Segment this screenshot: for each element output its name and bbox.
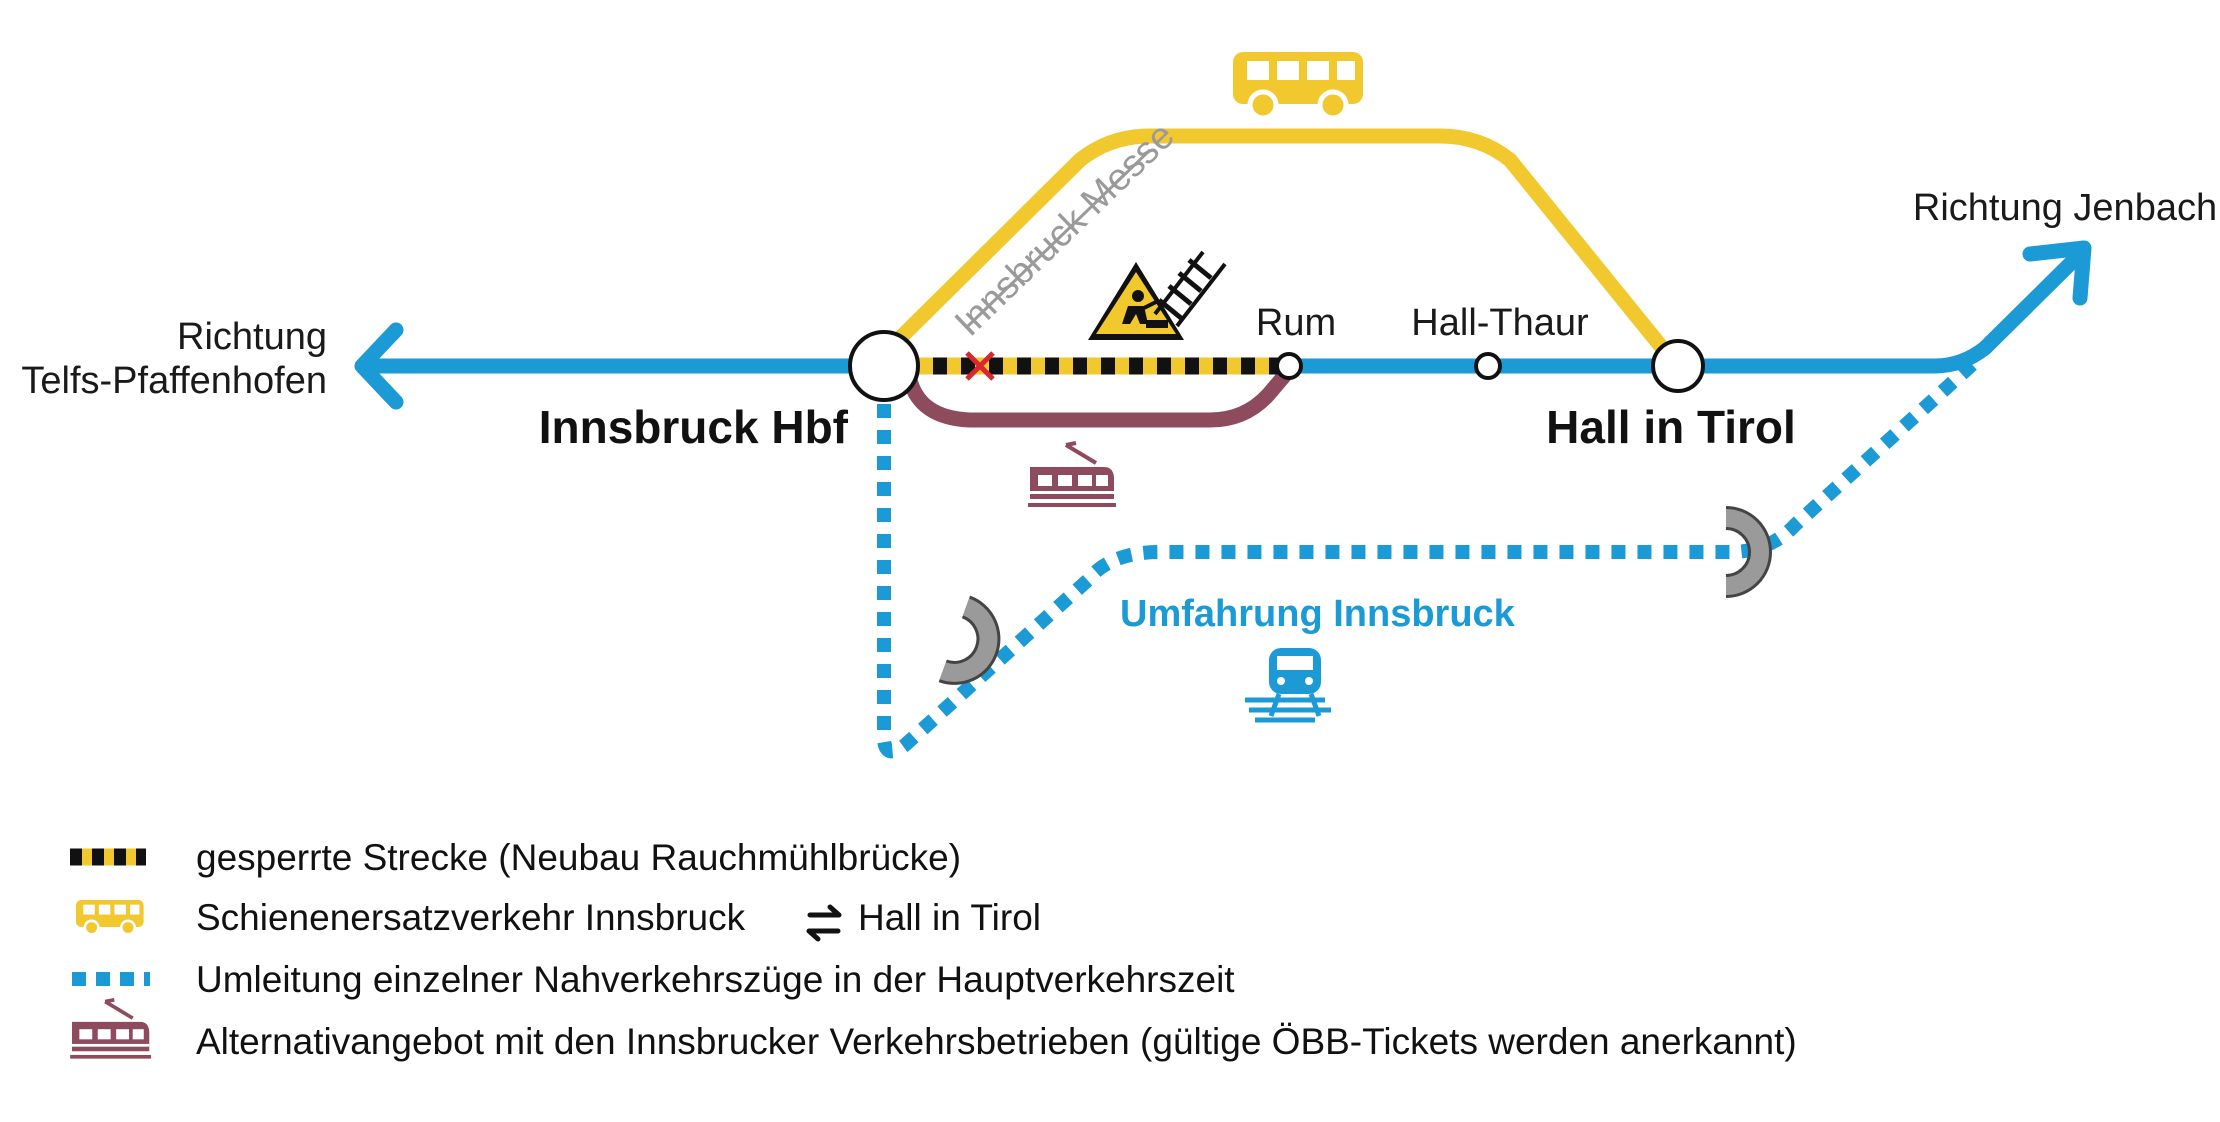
legend-text-bus-b: Hall in Tirol — [858, 897, 1041, 938]
stop-label-hall-thaur: Hall-Thaur — [1411, 302, 1589, 344]
legend-item-tram: Alternativangebot mit den Innsbrucker Ve… — [68, 997, 1797, 1062]
east-direction-label: Richtung Jenbach — [1913, 187, 2217, 229]
construction-warning-icon — [1088, 262, 1184, 340]
legend-text-bus-a: Schienenersatzverkehr Innsbruck — [196, 897, 746, 938]
west-direction-label: Richtung — [177, 316, 327, 358]
tram-alternative-route — [902, 367, 1293, 428]
bus-replacement-route — [870, 128, 1680, 368]
bypass-label: Umfahrung Innsbruck — [1120, 593, 1516, 635]
cross-icon — [965, 351, 995, 381]
stop-label-rum: Rum — [1256, 302, 1336, 344]
tram-icon — [68, 997, 153, 1061]
legend-text-detour: Umleitung einzelner Nahverkehrszüge in d… — [196, 959, 1235, 1000]
tram-icon — [1026, 441, 1118, 509]
station-innsbruck-hbf — [848, 330, 920, 402]
arrow-east-icon — [2022, 240, 2092, 306]
legend-item-bus: Schienenersatzverkehr Innsbruck Hall in … — [74, 897, 1041, 942]
stop-hall-thaur — [1474, 352, 1502, 380]
legend-text-bus: Schienenersatzverkehr Innsbruck — [196, 897, 746, 938]
mainline-east — [1672, 248, 2086, 374]
arrow-west-icon — [354, 322, 404, 410]
bus-icon — [1233, 52, 1363, 118]
station-label-innsbruck-hbf: Innsbruck Hbf — [539, 401, 849, 453]
railway-track-icon — [1153, 250, 1227, 328]
station-hall-in-tirol — [1651, 339, 1705, 393]
messe-strikethrough — [966, 148, 1152, 328]
legend-text-tram: Alternativangebot mit den Innsbrucker Ve… — [196, 1021, 1797, 1062]
legend-item-closed: gesperrte Strecke (Neubau Rauchmühlbrück… — [70, 837, 961, 878]
train-icon — [1245, 648, 1331, 723]
bus-icon — [74, 898, 145, 936]
station-label-hall-in-tirol: Hall in Tirol — [1546, 401, 1796, 453]
legend: gesperrte Strecke (Neubau Rauchmühlbrück… — [68, 837, 1797, 1062]
stop-rum — [1275, 352, 1303, 380]
west-direction-label: Telfs-Pfaffenhofen — [21, 360, 327, 402]
legend-text-closed: gesperrte Strecke (Neubau Rauchmühlbrück… — [196, 837, 961, 878]
two-way-arrows-icon — [806, 904, 842, 942]
legend-item-detour: Umleitung einzelner Nahverkehrszüge in d… — [72, 959, 1235, 1000]
